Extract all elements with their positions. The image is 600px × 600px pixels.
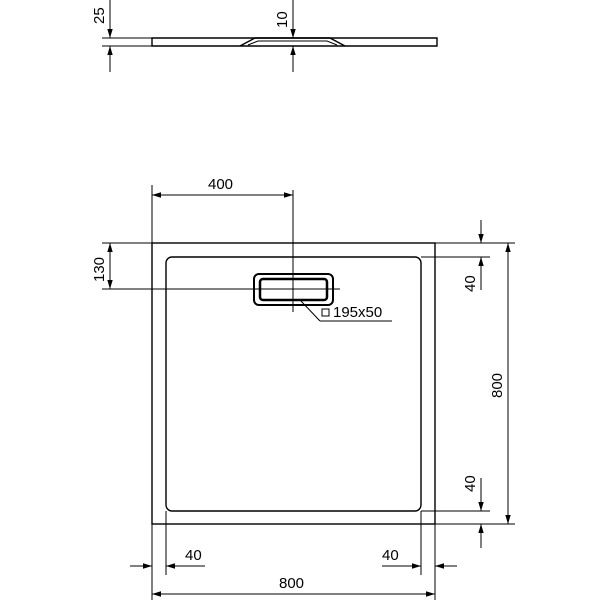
drain-offset-dim-label: 130 — [91, 257, 108, 282]
width-dim-label: 800 — [279, 575, 304, 592]
rim-top-dim-label: 40 — [462, 275, 479, 292]
side-view: 25 10 — [91, 0, 438, 72]
drain-depth-dim-label: 10 — [274, 11, 291, 28]
rim-bottom-dim-label: 40 — [462, 475, 479, 492]
half-width-dim-label: 400 — [208, 176, 233, 193]
drain-size-label: 195x50 — [333, 304, 382, 321]
length-dim-label: 800 — [489, 373, 506, 398]
plan-view: 400 130 195x50 40 800 40 40 — [91, 176, 515, 600]
rim-right-dim-label: 40 — [382, 547, 399, 564]
tray-profile — [151, 37, 438, 47]
rim-left-dim-label: 40 — [185, 547, 202, 564]
thickness-dim-label: 25 — [91, 7, 108, 24]
